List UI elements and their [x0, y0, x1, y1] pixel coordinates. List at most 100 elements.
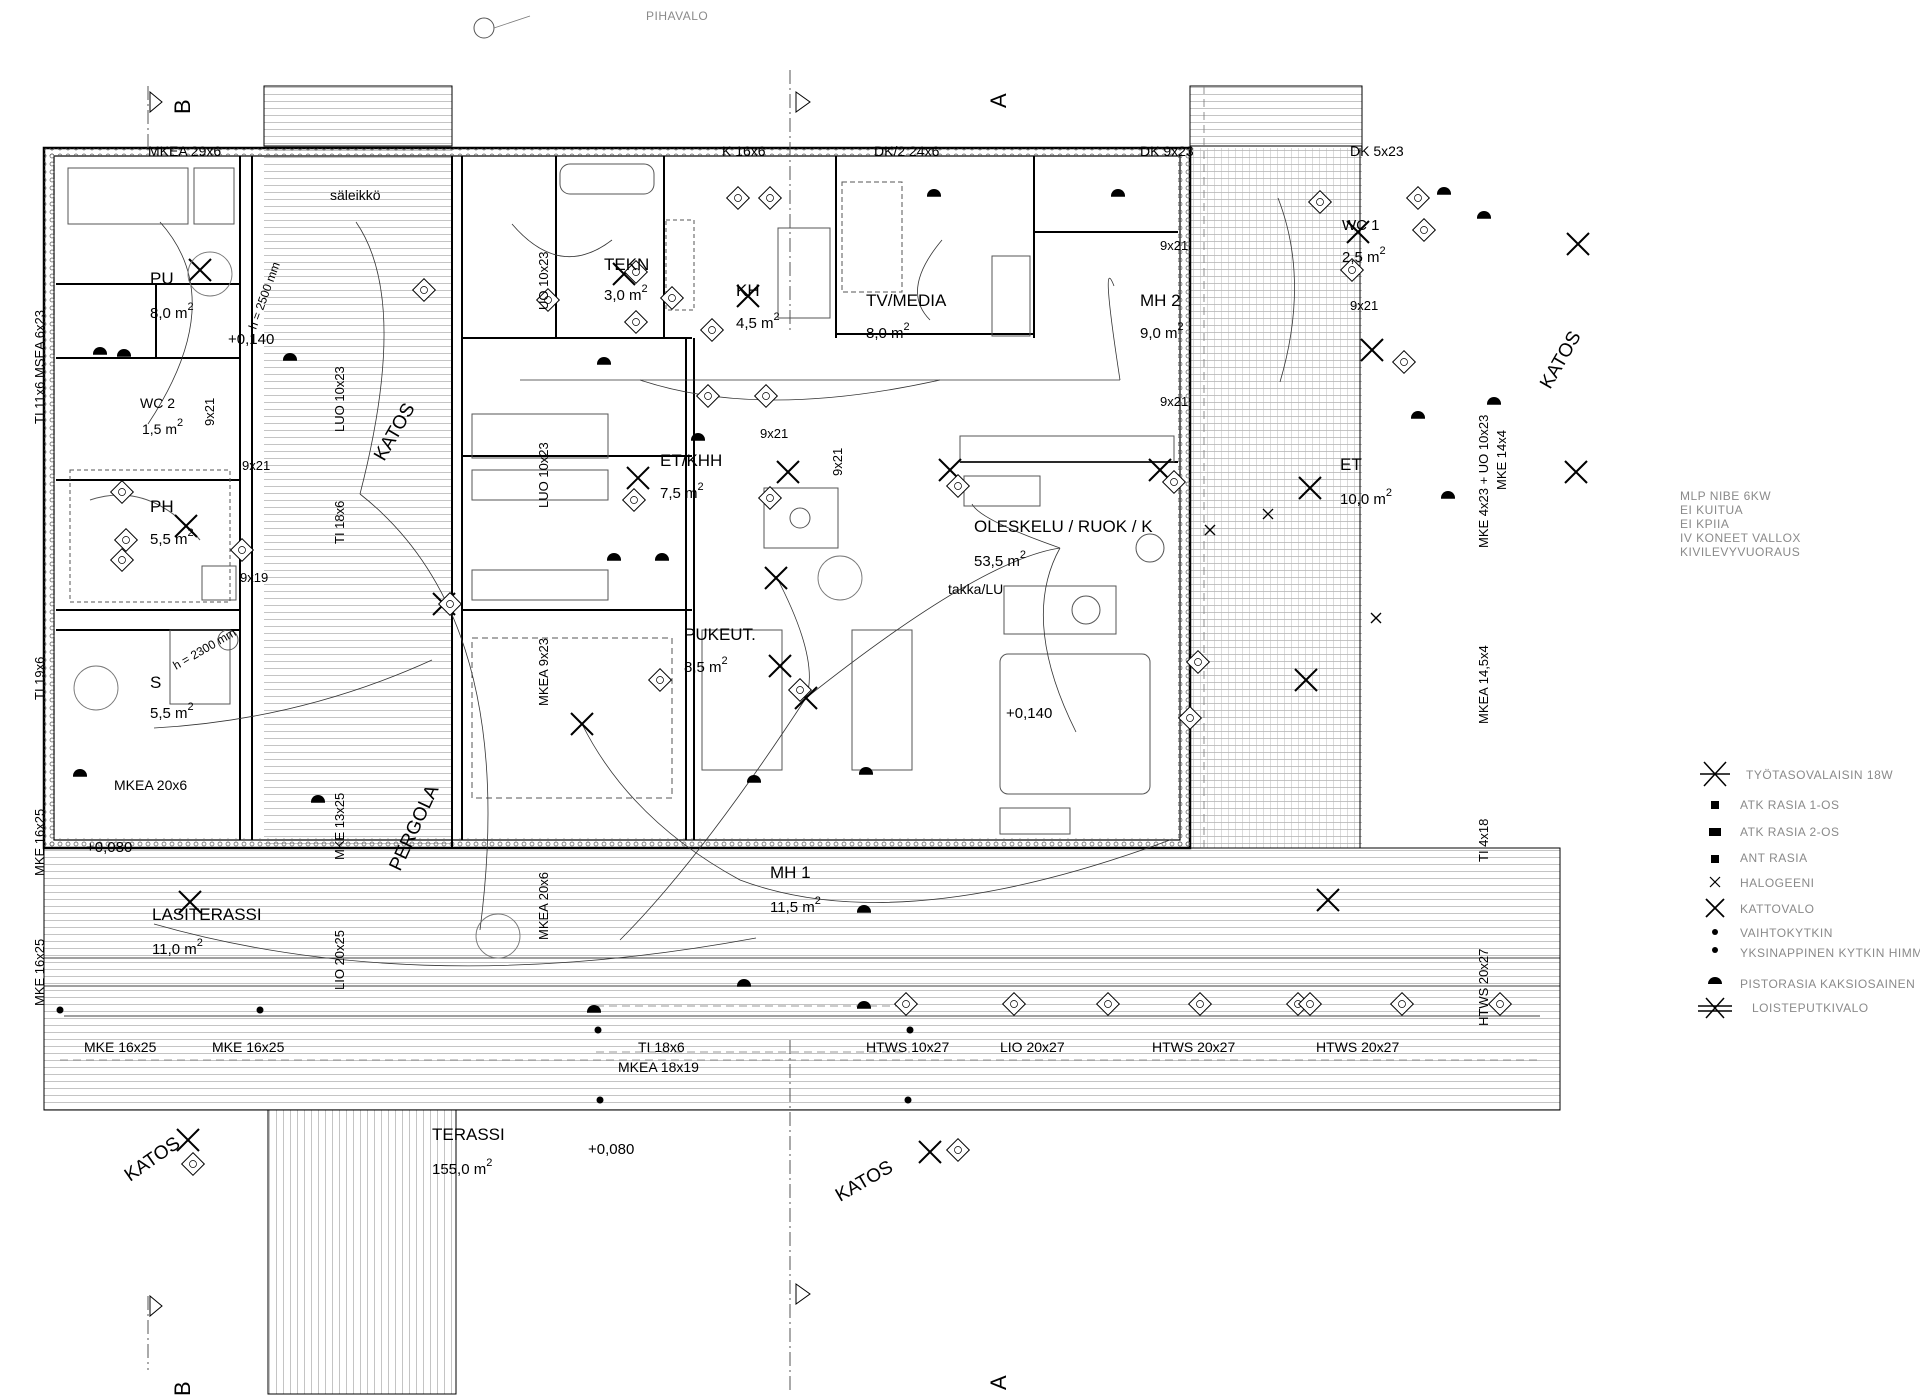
legend-label: LOISTEPUTKIVALO — [1752, 1001, 1869, 1015]
tech-notes: MLP NIBE 6KW EI KUITUA EI KPIIA IV KONEE… — [1680, 489, 1801, 559]
window-label: K 16x6 — [722, 143, 766, 159]
room-name: OLESKELU / RUOK / K — [974, 517, 1153, 536]
circuit-marker-icon — [1406, 186, 1430, 210]
room-area: 2,5 m2 — [1342, 245, 1386, 266]
ceiling-light-icon — [1360, 338, 1384, 362]
room-name: PUKEUT. — [684, 625, 756, 644]
circuit-marker-icon — [700, 318, 724, 342]
section-label: B — [170, 99, 195, 114]
double-socket-icon — [606, 552, 622, 561]
fireplace-label: takka/LU — [948, 581, 1003, 597]
circuit-marker-icon — [1412, 218, 1436, 242]
ceiling-light-icon — [918, 1140, 942, 1164]
ceiling-light-icon — [1566, 232, 1590, 256]
double-socket-icon — [926, 188, 942, 197]
ceiling-light-icon — [776, 460, 800, 484]
room-area: 5,5 m2 — [150, 701, 194, 722]
double-socket-icon — [858, 766, 874, 775]
ceiling-height-label: h = 2300 mm — [171, 625, 239, 672]
window-label: TI 18x6 — [638, 1039, 685, 1055]
area-unit: m — [1369, 491, 1386, 508]
room-name: MH 2 — [1140, 291, 1181, 310]
level-markers — [73, 251, 863, 959]
door-labels: 9x21 9x21 9x19 9x21 9x21 9x21 9x21 9x21 — [202, 238, 1378, 585]
area-unit-superscript: 2 — [642, 283, 648, 295]
legend: TYÖTASOVALAISIN 18W ATK RASIA 1-OS ATK R… — [1698, 761, 1920, 1019]
area-unit-superscript: 2 — [815, 895, 821, 907]
window-label: HTWS 20x27 — [1316, 1039, 1399, 1055]
area-unit: m — [180, 941, 197, 958]
double-socket-icon — [1708, 977, 1722, 984]
ceiling-light-icon — [768, 654, 792, 678]
window-label: MKE 13x25 — [332, 793, 347, 860]
area-unit-superscript: 2 — [197, 937, 203, 949]
window-labels-top: MKEA 29x6 K 16x6 DK/2 24x6 DK 9x23 DK 5x… — [148, 143, 1404, 159]
area-unit-superscript: 2 — [1020, 549, 1026, 561]
level-label: +0,080 — [86, 839, 132, 856]
double-socket-icon — [1476, 210, 1492, 219]
circuit-marker-icon — [1392, 350, 1416, 374]
window-label: MKE 4x23 + UO 10x23 — [1476, 415, 1491, 548]
roof-label: KATOS — [832, 1157, 897, 1207]
door-label: 9x21 — [760, 426, 788, 441]
circuit-marker-icon — [788, 678, 812, 702]
room-area: 1,5 m2 — [142, 417, 183, 437]
page-title: PIHAVALO — [646, 9, 708, 23]
circuit-marker-icon — [110, 480, 134, 504]
tyotasovalaisin-icon — [1700, 761, 1730, 787]
window-label: LIO 20x25 — [332, 930, 347, 990]
area-unit: m — [1363, 249, 1380, 266]
room-name: WC 1 — [1342, 217, 1380, 234]
room-name: LASITERASSI — [152, 905, 262, 924]
level-label: +0,140 — [1006, 705, 1052, 722]
window-labels-vertical: TI 11x6 MSEA 6x23 TI 19x6 MKE 16x25 MKE … — [32, 251, 1509, 1026]
legend-label: ANT RASIA — [1740, 851, 1808, 865]
window-label: MKE 16x25 — [32, 809, 47, 876]
room-area: 155,0 m2 — [432, 1157, 492, 1178]
window-label: TI 18x6 — [332, 501, 347, 544]
circuit-marker-icon — [946, 1138, 970, 1162]
door-label: 9x21 — [242, 458, 270, 473]
circuit-marker-icon — [622, 488, 646, 512]
area-unit-superscript: 2 — [722, 655, 728, 667]
room-name: TERASSI — [432, 1125, 505, 1144]
room-area: 8,0 m2 — [150, 301, 194, 322]
room-name: ET — [1340, 455, 1362, 474]
area-unit-superscript: 2 — [1380, 245, 1386, 257]
circuit-marker-icon — [114, 528, 138, 552]
tech-note: KIVILEVYVUORAUS — [1680, 545, 1800, 559]
legend-label: KATTOVALO — [1740, 902, 1815, 916]
legend-label: PISTORASIA KAKSIOSAINEN — [1740, 977, 1915, 991]
window-label: MKEA 20x6 — [536, 872, 551, 940]
room-name: S — [150, 673, 161, 692]
double-socket-icon — [1110, 188, 1126, 197]
interior-walls — [56, 156, 1178, 848]
window-label: TI 19x6 — [32, 657, 47, 700]
door-label: 9x21 — [1160, 394, 1188, 409]
circuit-marker-icon — [110, 548, 134, 572]
room-name: MH 1 — [770, 863, 811, 882]
room-name: ET/KHH — [660, 451, 722, 470]
window-label: MKE 14x4 — [1494, 430, 1509, 490]
circuit-marker-icon — [624, 310, 648, 334]
tech-note: IV KONEET VALLOX — [1680, 531, 1801, 545]
circuit-marker-icon — [696, 384, 720, 408]
window-label: MKEA 18x19 — [618, 1059, 699, 1075]
area-unit: m — [171, 531, 188, 548]
area-unit: m — [887, 325, 904, 342]
circuit-marker-icon — [754, 384, 778, 408]
area-unit: m — [1161, 325, 1178, 342]
area-unit-superscript: 2 — [177, 417, 183, 429]
window-label: DK/2 24x6 — [874, 143, 940, 159]
area-unit-superscript: 2 — [1386, 487, 1392, 499]
ceiling-light-icon — [570, 712, 594, 736]
double-socket-icon — [654, 552, 670, 561]
area-unit-superscript: 2 — [698, 481, 704, 493]
door-label: 9x21 — [830, 448, 845, 476]
room-name: WC 2 — [140, 395, 175, 411]
double-socket-icon — [1410, 410, 1426, 419]
double-socket-icon — [1440, 490, 1456, 499]
room-area: 4,5 m2 — [736, 311, 780, 332]
room-name: KH — [736, 281, 760, 300]
window-label: LUO 10x23 — [536, 442, 551, 508]
